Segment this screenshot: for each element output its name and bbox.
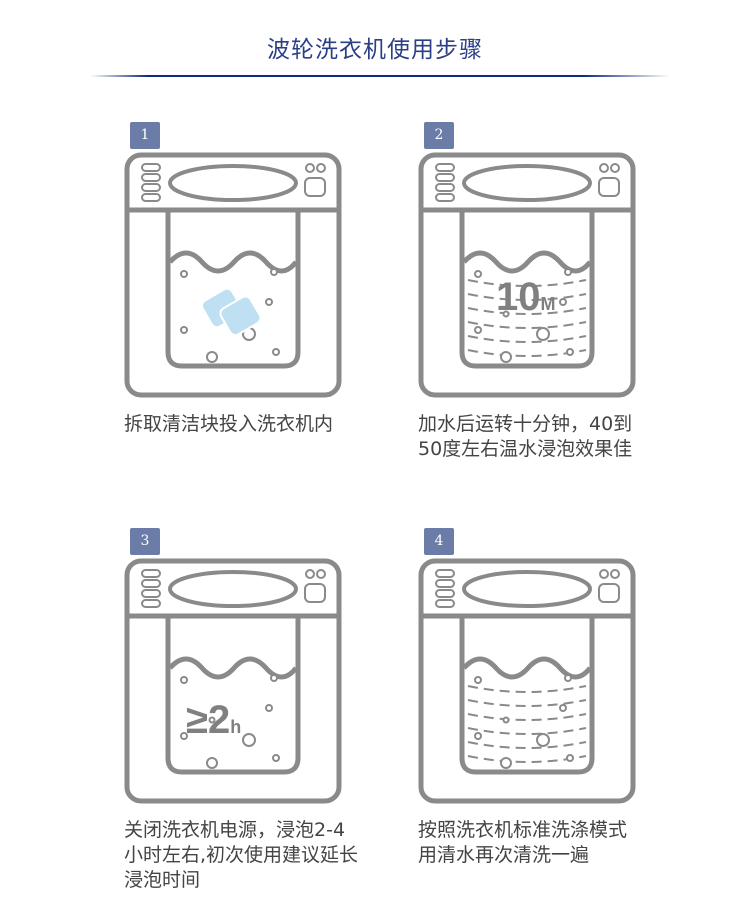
- water-swirl-line: [467, 741, 587, 749]
- washing-machine-icon: 10M: [418, 152, 636, 398]
- water-swirl-line: [467, 321, 587, 329]
- cleaning-tablet-icon: [201, 287, 262, 337]
- step-description: 按照洗衣机标准洗涤模式用清水再次清洗一遍: [418, 819, 628, 866]
- duration-label: 10M: [496, 275, 556, 319]
- water-swirl-line: [467, 699, 587, 707]
- water-swirl-line: [467, 727, 587, 735]
- title-divider: [90, 75, 670, 77]
- duration-label: ≥2h: [186, 698, 241, 742]
- water-swirl-line: [467, 685, 587, 693]
- washing-machine-icon: ≥2h: [124, 558, 342, 804]
- step-number-badge: 3: [130, 528, 160, 555]
- water-swirl-line: [467, 713, 587, 721]
- water-swirl-line: [467, 335, 587, 343]
- washing-machine-icon: [124, 152, 342, 398]
- step-number-badge: 4: [424, 528, 454, 555]
- step-description: 加水后运转十分钟，40到50度左右温水浸泡效果佳: [418, 413, 633, 460]
- washing-machine-icon: [418, 558, 636, 804]
- page-title: 波轮洗衣机使用步骤: [267, 37, 483, 63]
- step-number-badge: 1: [130, 122, 160, 149]
- step-description: 拆取清洁块投入洗衣机内: [124, 413, 334, 435]
- step-description: 关闭洗衣机电源，浸泡2-4小时左右,初次使用建议延长浸泡时间: [124, 819, 359, 891]
- step-number-badge: 2: [424, 122, 454, 149]
